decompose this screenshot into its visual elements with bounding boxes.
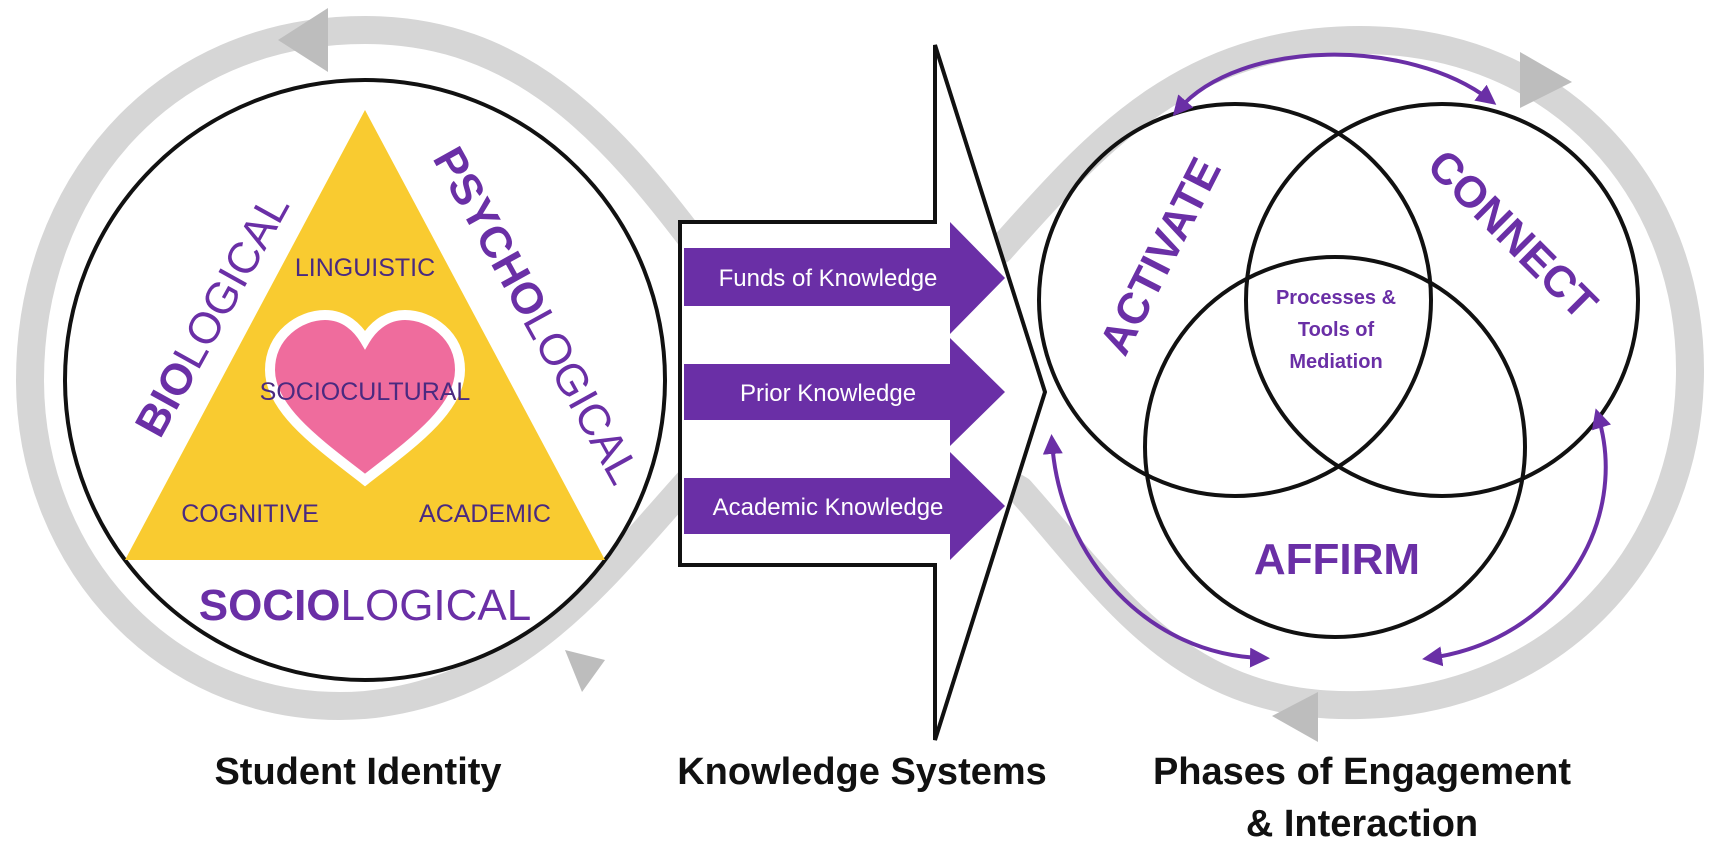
knowledge-item-label: Prior Knowledge: [740, 380, 916, 407]
sociological-rest: LOGICAL: [341, 581, 532, 630]
affirm-label: AFFIRM: [1254, 535, 1420, 584]
mediation-label-line1: Processes &: [1276, 287, 1396, 309]
linguistic-label: LINGUISTIC: [295, 254, 435, 282]
mediation-label-line3: Mediation: [1289, 351, 1382, 373]
sociological-bold: SOCIO: [199, 581, 341, 630]
academic-label: ACADEMIC: [419, 500, 551, 528]
knowledge-item-label: Academic Knowledge: [713, 494, 944, 521]
knowledge-item-arrow: [684, 338, 1005, 446]
arrow-activate-affirm: [1042, 434, 1270, 668]
knowledge-systems-group: Funds of Knowledge Prior Knowledge Acade…: [678, 44, 1048, 741]
knowledge-item-academic: Academic Knowledge: [684, 452, 1005, 560]
heart-icon: [264, 309, 466, 487]
knowledge-systems-caption: Knowledge Systems: [677, 751, 1047, 793]
loop-arrowhead-top-right: [1520, 52, 1572, 108]
student-identity-caption: Student Identity: [214, 751, 501, 793]
loop-arrowhead-top-left: [278, 8, 328, 72]
knowledge-item-arrow: [684, 452, 1005, 560]
phases-caption-line1: Phases of Engagement: [1153, 751, 1571, 793]
phase-cycle-arrows: [1042, 52, 1612, 668]
sociocultural-label: SOCIOCULTURAL: [260, 378, 471, 406]
cognitive-label: COGNITIVE: [181, 500, 319, 528]
phases-caption-line2: & Interaction: [1246, 803, 1478, 845]
arrow-connect-affirm: [1422, 408, 1612, 667]
loop-arrowhead-bottom-right: [1272, 692, 1318, 742]
knowledge-item-funds: Funds of Knowledge: [684, 222, 1005, 334]
student-identity-group: LINGUISTIC SOCIOCULTURAL COGNITIVE ACADE…: [63, 78, 667, 682]
infinity-loop-left-lobe: [15, 15, 714, 720]
loop-arrowhead-bottom-left: [565, 650, 605, 692]
phases-venn-group: ACTIVATE CONNECT AFFIRM Processes & Tool…: [1037, 102, 1640, 639]
connect-label: CONNECT: [1418, 140, 1607, 329]
infinity-loop-right-lobe: [986, 25, 1705, 720]
sociological-label: SOCIOLOGICAL: [199, 581, 532, 630]
arrow-activate-connect: [1172, 52, 1497, 117]
knowledge-item-arrow: [684, 222, 1005, 334]
knowledge-item-prior: Prior Knowledge: [684, 338, 1005, 446]
mediation-label-line2: Tools of: [1298, 319, 1375, 341]
knowledge-item-label: Funds of Knowledge: [719, 265, 938, 292]
loop-direction-arrows: [278, 8, 1572, 742]
